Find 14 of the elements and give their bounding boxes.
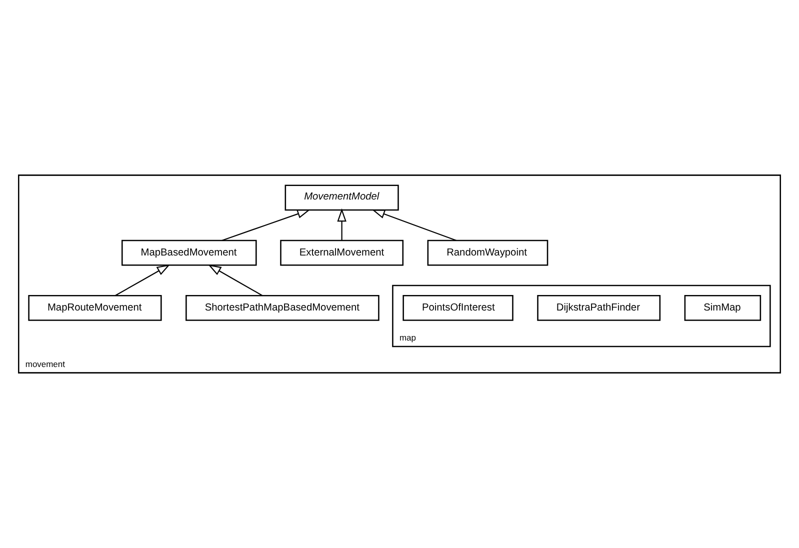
arrow <box>337 208 346 240</box>
arrow <box>208 264 263 296</box>
node-box: DijkstraPathFinder <box>537 295 661 321</box>
node-box: MapBasedMovement <box>122 240 257 266</box>
node-box: ShortestPathMapBasedMovement <box>186 295 380 321</box>
node-box: PointsOfInterest <box>402 295 514 321</box>
node-box: RandomWaypoint <box>427 240 548 266</box>
node-box: SimMap <box>684 295 762 321</box>
arrow <box>114 264 170 296</box>
node-box: ExternalMovement <box>280 240 404 266</box>
node-box: MovementModel <box>284 184 399 211</box>
arrow <box>222 209 310 241</box>
node-box: MapRouteMovement <box>28 295 162 321</box>
arrow <box>372 209 457 241</box>
